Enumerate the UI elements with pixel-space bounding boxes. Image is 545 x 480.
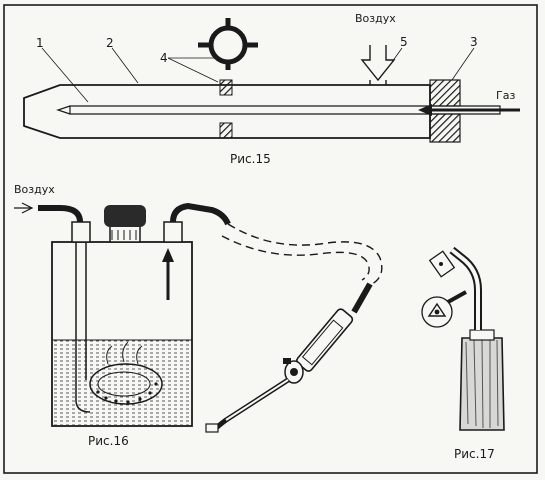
valve-disc-bottom [219, 122, 233, 139]
plug-3-bottom [429, 113, 461, 143]
label-air-fig16: Воздух [14, 183, 55, 196]
gun-valve [283, 358, 304, 384]
inlet-pipe [75, 224, 91, 413]
valve-disc-top [219, 79, 233, 96]
plug-3-top [429, 79, 461, 107]
label-4: 4 [160, 51, 168, 65]
nozzle-detail-inset [421, 290, 467, 328]
figure-15-injector: 1 2 4 5 3 Воздух Газ Рис.15 [23, 12, 520, 166]
label-5: 5 [400, 35, 408, 49]
spray-gun [296, 308, 354, 372]
label-gas: Газ [496, 89, 515, 102]
liquid [53, 340, 191, 425]
label-air-fig15: Воздух [355, 12, 396, 25]
air-inlet [360, 45, 396, 82]
nozzle-detail-top [428, 250, 456, 278]
label-1: 1 [36, 36, 44, 50]
spray-tip [205, 423, 219, 433]
outer-frame [3, 4, 538, 474]
air-hose-in [38, 205, 83, 223]
caption-fig16: Рис.16 [88, 434, 129, 448]
figure-16-sprayer: Воздух Рис.16 [14, 183, 383, 448]
caption-fig15: Рис.15 [230, 152, 271, 166]
hose-dashed-top [227, 223, 383, 285]
hose-dashed-bottom [221, 235, 370, 281]
filler-cap [104, 205, 146, 243]
valve-handwheel [198, 18, 258, 70]
figure-17-torch: Рис.17 [421, 246, 505, 461]
air-hose-out [170, 202, 231, 226]
air-in-arrow [14, 202, 34, 214]
label-2: 2 [106, 36, 114, 50]
outlet-fitting [163, 221, 183, 243]
label-3: 3 [470, 35, 478, 49]
gas-nozzle [69, 105, 501, 115]
bubbler-coil [89, 341, 163, 405]
caption-fig17: Рис.17 [454, 447, 495, 461]
